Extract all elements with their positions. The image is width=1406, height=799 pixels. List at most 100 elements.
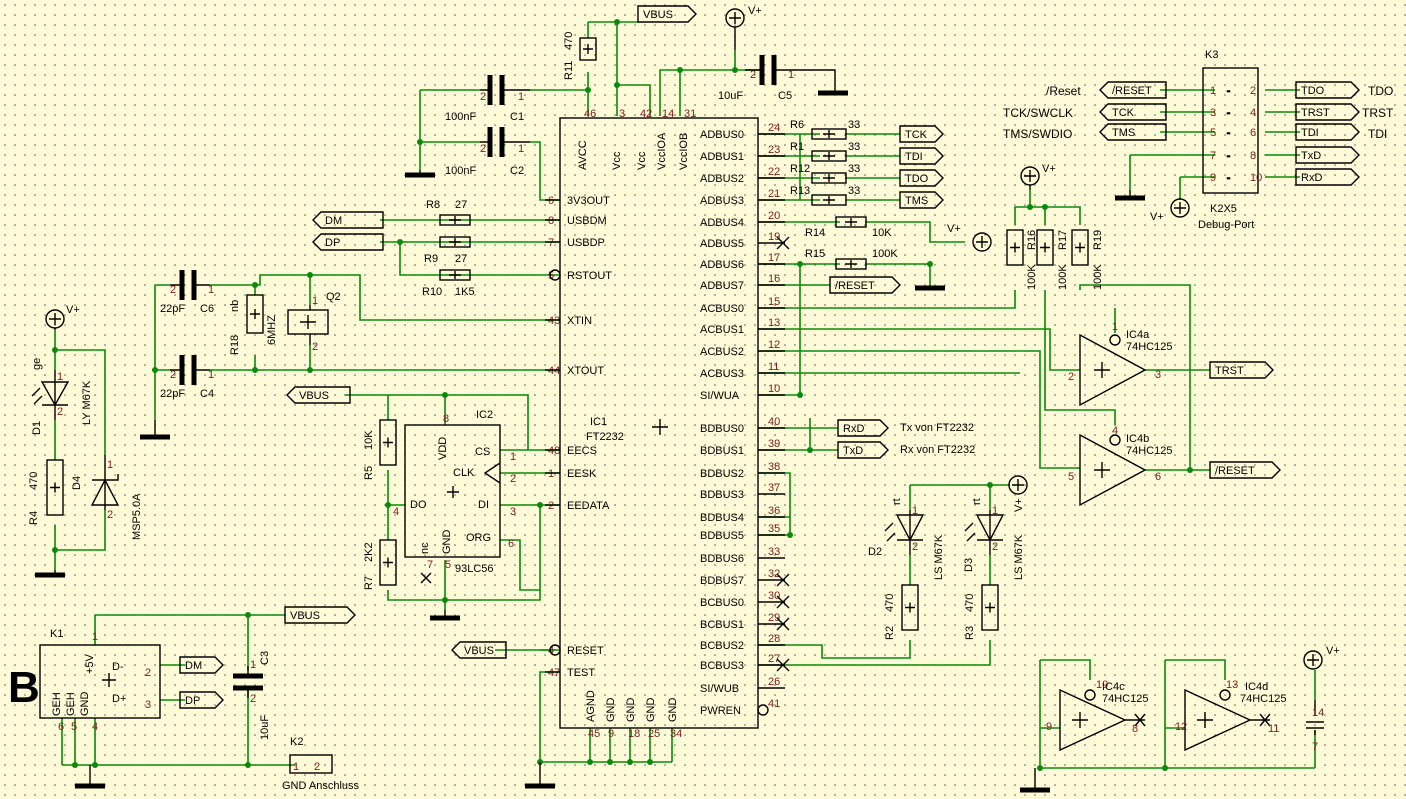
svg-text:4: 4 <box>1250 107 1256 119</box>
svg-text:1: 1 <box>992 505 998 517</box>
svg-text:43: 43 <box>548 315 560 327</box>
svg-text:100nF: 100nF <box>445 111 476 123</box>
svg-text:41: 41 <box>768 698 780 710</box>
svg-text:33: 33 <box>848 185 860 197</box>
svg-text:D-: D- <box>112 661 124 673</box>
svg-text:4: 4 <box>393 506 399 518</box>
svg-text:/RESET: /RESET <box>1112 85 1152 97</box>
ic1-pin-xtin: XTIN <box>567 315 592 327</box>
svg-text:3: 3 <box>1210 107 1216 119</box>
svg-text:GEH: GEH <box>65 692 77 716</box>
flag-vbus-k1 <box>284 606 356 624</box>
svg-text:RxD: RxD <box>843 423 864 435</box>
svg-text:30: 30 <box>768 590 780 602</box>
ic1-pinnum: 42 <box>640 108 652 120</box>
flag-vbus-ic2 <box>286 386 351 404</box>
svg-text:TCK: TCK <box>1112 107 1135 119</box>
crystal-q2: 12 <box>287 295 329 353</box>
svg-text:9: 9 <box>608 728 614 740</box>
svg-text:1: 1 <box>912 505 918 517</box>
flag-dp <box>312 233 384 251</box>
svg-text:C5: C5 <box>778 90 792 102</box>
svg-text:R6: R6 <box>790 119 804 131</box>
svg-text:38: 38 <box>768 461 780 473</box>
flag-k3-reset <box>1099 81 1167 99</box>
k2-ref: K2 <box>290 736 303 748</box>
svg-text:11: 11 <box>768 361 779 373</box>
svg-text:TDO: TDO <box>1301 85 1325 97</box>
svg-text:6: 6 <box>508 538 514 550</box>
flag-vbus-top <box>637 5 697 23</box>
svg-text:33: 33 <box>848 163 860 175</box>
ic1-pin-vcc: Vcc <box>636 151 648 170</box>
ic1-pin-adbus1: ADBUS1 <box>700 151 744 163</box>
section-label: B <box>8 663 40 712</box>
svg-text:13: 13 <box>1226 679 1238 691</box>
svg-text:34: 34 <box>670 728 682 740</box>
resistors <box>46 37 1089 631</box>
svg-text:2: 2 <box>107 509 113 521</box>
flag-tms <box>899 191 944 209</box>
svg-text:-: - <box>1227 151 1230 161</box>
svg-text:1: 1 <box>250 659 256 671</box>
flag-dm <box>312 211 384 229</box>
svg-text:1: 1 <box>208 369 214 381</box>
junctions <box>52 19 1193 771</box>
svg-text:6: 6 <box>1250 127 1256 139</box>
svg-text:R2: R2 <box>884 626 896 640</box>
svg-text:39: 39 <box>768 438 780 450</box>
net-flags: VBUSDMDPVBUSVBUSVBUSDMDPTCKTDITDOTMS/RES… <box>179 5 1360 709</box>
ic1-pin-bcbus2: BCBUS2 <box>700 640 744 652</box>
flag-k3-tms <box>1099 123 1167 141</box>
ic2-pin-vdd: VDD <box>437 437 449 460</box>
svg-text:2: 2 <box>912 541 918 553</box>
svg-text:Tx von FT2232: Tx von FT2232 <box>900 422 974 434</box>
flag-rxd <box>837 419 889 437</box>
svg-text:TxD: TxD <box>843 445 863 457</box>
flag-dp-k1 <box>179 691 224 709</box>
svg-text:4: 4 <box>548 645 554 657</box>
svg-text:5: 5 <box>548 270 554 282</box>
ic1-right-pins: ADBUS024ADBUS123ADBUS222ADBUS321ADBUS420… <box>700 122 790 717</box>
svg-text:LY M67K: LY M67K <box>81 380 93 425</box>
ic1-left-pins: 3V3OUT6USBDM8USBDP7RSTOUT5XTIN43XTOUT44E… <box>545 195 612 679</box>
svg-text:R18: R18 <box>229 335 241 355</box>
svg-text:1: 1 <box>208 284 214 296</box>
flag-txd <box>837 441 889 459</box>
ic1-pin-adbus5: ADBUS5 <box>700 238 744 250</box>
svg-text:8: 8 <box>1132 723 1138 735</box>
diodes: 12 12 12 12 <box>31 370 1005 555</box>
svg-text:470: 470 <box>28 472 40 490</box>
ic2-pin-cs: CS <box>475 446 490 458</box>
svg-text:3: 3 <box>1155 369 1161 381</box>
ic1-pin-eedata: EEDATA <box>567 500 610 512</box>
svg-text:5: 5 <box>1210 127 1216 139</box>
svg-text:10: 10 <box>1096 679 1108 691</box>
svg-text:C6: C6 <box>200 303 214 315</box>
svg-text:V+: V+ <box>1150 211 1164 223</box>
svg-text:R1: R1 <box>790 141 804 153</box>
svg-text:VBUS: VBUS <box>299 390 329 402</box>
svg-text:R16: R16 <box>1026 230 1038 250</box>
svg-text:GND: GND <box>667 698 679 723</box>
svg-text:470: 470 <box>964 594 976 612</box>
svg-text:74HC125: 74HC125 <box>1126 445 1172 457</box>
ic1-pin-adbus2: ADBUS2 <box>700 173 744 185</box>
ic1-pin-adbus3: ADBUS3 <box>700 195 744 207</box>
svg-text:44: 44 <box>548 365 560 377</box>
svg-text:4: 4 <box>92 721 98 733</box>
svg-text:1: 1 <box>548 468 554 480</box>
flag-k3-tdi <box>1295 123 1360 141</box>
svg-text:4: 4 <box>1112 425 1118 437</box>
svg-text:nb: nb <box>229 300 241 312</box>
svg-text:-: - <box>1227 108 1230 118</box>
svg-text:11: 11 <box>1268 723 1279 735</box>
r11-ref: R11 <box>563 61 575 80</box>
svg-text:2: 2 <box>250 693 256 705</box>
svg-text:GND: GND <box>605 698 617 723</box>
svg-text:TMS/SWDIO: TMS/SWDIO <box>1003 127 1072 141</box>
